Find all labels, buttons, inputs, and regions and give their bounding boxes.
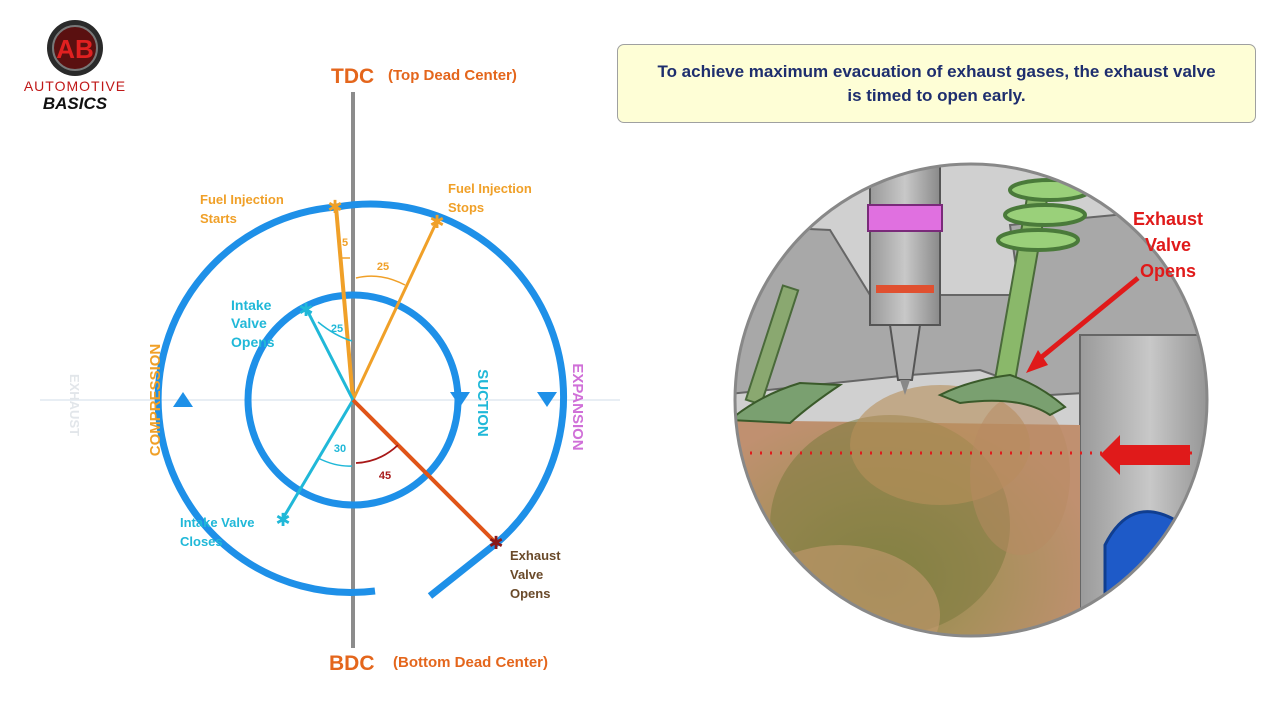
exhaust-stroke-label: EXHAUST (67, 374, 82, 436)
intake-close-star-icon: ✱ (275, 510, 290, 530)
intake-closes-label: Intake Valve (180, 515, 254, 530)
illustration-label: Exhaust Valve Opens (1133, 209, 1203, 281)
suction-label: SUCTION (474, 369, 491, 437)
illustration-label-2: Valve (1145, 235, 1191, 255)
exhaust-opens-label-3: Opens (510, 586, 550, 601)
compression-arrow-icon (173, 392, 193, 407)
suction-arrow-icon (450, 392, 470, 407)
intake-open-line (305, 309, 355, 401)
angle-intake-close: 30 (334, 443, 346, 455)
fuel-injection-starts-label: Fuel Injection (200, 192, 284, 207)
angle-fuel-stop: 25 (377, 261, 389, 273)
lens-border (733, 162, 1209, 638)
angle-fuel-start: 5 (342, 237, 348, 249)
fuel-injection-stop-line (351, 220, 439, 401)
intake-opens-label-2: Valve (231, 315, 267, 331)
intake-close-line (280, 399, 355, 521)
expansion-arrow-icon (537, 392, 557, 407)
intake-open-star-icon: ✱ (298, 300, 313, 320)
caption-box: To achieve maximum evacuation of exhaust… (617, 44, 1256, 123)
illustration-label-3: Opens (1140, 261, 1196, 281)
exhaust-open-star-icon: ✱ (488, 533, 503, 553)
tdc-label: TDC (331, 65, 374, 88)
fuel-start-star-icon: ✱ (327, 197, 342, 217)
angle-arc-intake-close (317, 457, 353, 467)
exhaust-valve-arrow-icon (1026, 350, 1048, 373)
fuel-injection-stops-label-2: Stops (448, 200, 484, 215)
angle-exhaust-open: 45 (379, 470, 391, 482)
illustration-label-1: Exhaust (1133, 209, 1203, 229)
logo-emblem-icon: AB (47, 20, 103, 76)
angle-arc-fuel-stop (355, 275, 406, 286)
logo: AB AUTOMOTIVE BASICS (10, 18, 140, 118)
compression-label: COMPRESSION (147, 344, 164, 457)
logo-line1: AUTOMOTIVE (23, 78, 127, 94)
logo-line2: BASICS (42, 94, 108, 113)
caption-text: To achieve maximum evacuation of exhaust… (657, 61, 1216, 105)
fuel-injection-starts-label-2: Starts (200, 211, 237, 226)
bdc-label: BDC (329, 652, 375, 675)
angle-arc-intake-open (317, 321, 353, 342)
valve-timing-diagram: ✱ ✱ ✱ ✱ ✱ 5 25 25 30 45 TDC (Top Dead Ce… (40, 65, 620, 675)
outer-circle-arc (154, 203, 376, 596)
angle-intake-open: 25 (331, 323, 343, 335)
cylinder-illustration (733, 162, 1209, 638)
angle-arc-exhaust-open (355, 444, 399, 464)
tdc-full-label: (Top Dead Center) (388, 67, 517, 84)
exhaust-open-line (351, 398, 498, 545)
bdc-full-label: (Bottom Dead Center) (393, 654, 548, 671)
intake-opens-label: Intake (231, 297, 272, 313)
intake-opens-label-3: Opens (231, 334, 275, 350)
logo-monogram: AB (56, 34, 94, 64)
exhaust-opens-label: Exhaust (510, 548, 561, 563)
fuel-injection-stops-label: Fuel Injection (448, 181, 532, 196)
fuel-stop-star-icon: ✱ (429, 212, 444, 232)
outer-circle-arc-right (336, 200, 568, 599)
fuel-injection-start-line (334, 206, 355, 401)
exhaust-opens-label-2: Valve (510, 567, 543, 582)
intake-closes-label-2: Closes (180, 534, 223, 549)
expansion-label: EXPANSION (569, 363, 586, 450)
